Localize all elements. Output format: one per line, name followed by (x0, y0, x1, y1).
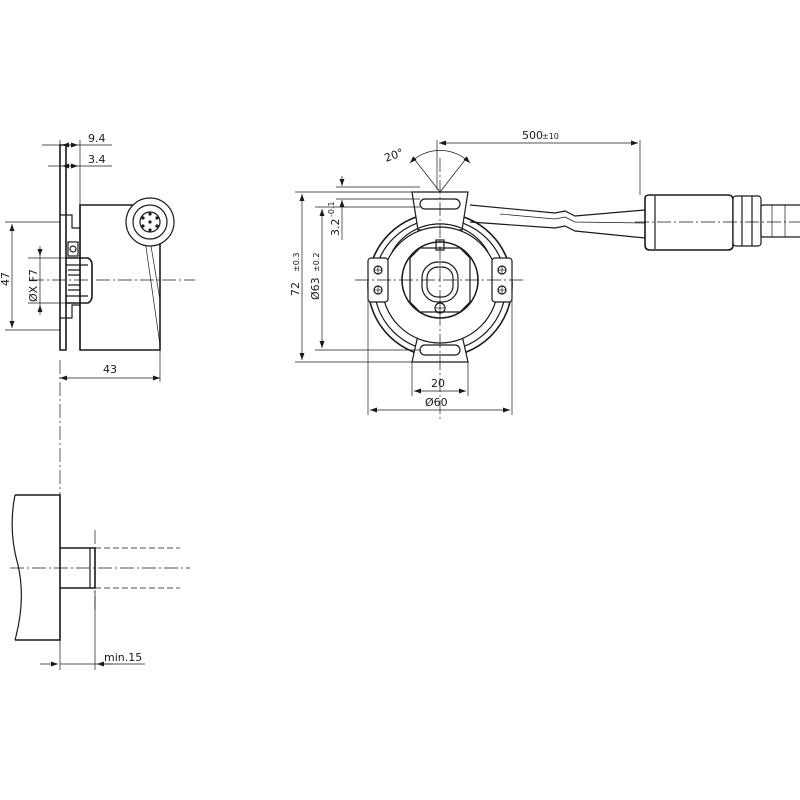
dim-3-2: 3.2 (329, 219, 342, 237)
dim-min-15: min.15 (104, 651, 142, 664)
front-view (355, 158, 800, 420)
dim-47: 47 (0, 272, 12, 286)
front-view-dimensions: 20° 500 ±10 72 ±0.3 Ø63 ±0.2 3.2 -0.1 20 (289, 129, 641, 415)
dim-3-2-tol: -0.1 (327, 201, 336, 217)
side-view (30, 144, 195, 500)
dim-63-tol: ±0.2 (312, 253, 321, 272)
clamp-ring (66, 241, 93, 304)
dim-bore: ØX F7 (27, 269, 40, 302)
dim-63: Ø63 (309, 277, 322, 300)
side-view-dimensions: 9.4 3.4 47 ØX F7 43 (0, 132, 161, 382)
dim-500-tol: ±10 (542, 132, 559, 141)
shaft-detail: min.15 (10, 494, 190, 670)
dim-20-angle: 20° (383, 146, 406, 165)
dim-43: 43 (103, 363, 117, 376)
dim-500: 500 (522, 129, 543, 142)
cable (469, 204, 646, 239)
connector-side (125, 197, 175, 247)
dim-72-tol: ±0.3 (292, 253, 301, 272)
dim-9-4: 9.4 (88, 132, 106, 145)
dim-3-4: 3.4 (88, 153, 106, 166)
dim-60: Ø60 (425, 396, 448, 409)
dim-20: 20 (431, 377, 445, 390)
cable-connector (635, 194, 800, 251)
dim-72: 72 (289, 282, 302, 296)
